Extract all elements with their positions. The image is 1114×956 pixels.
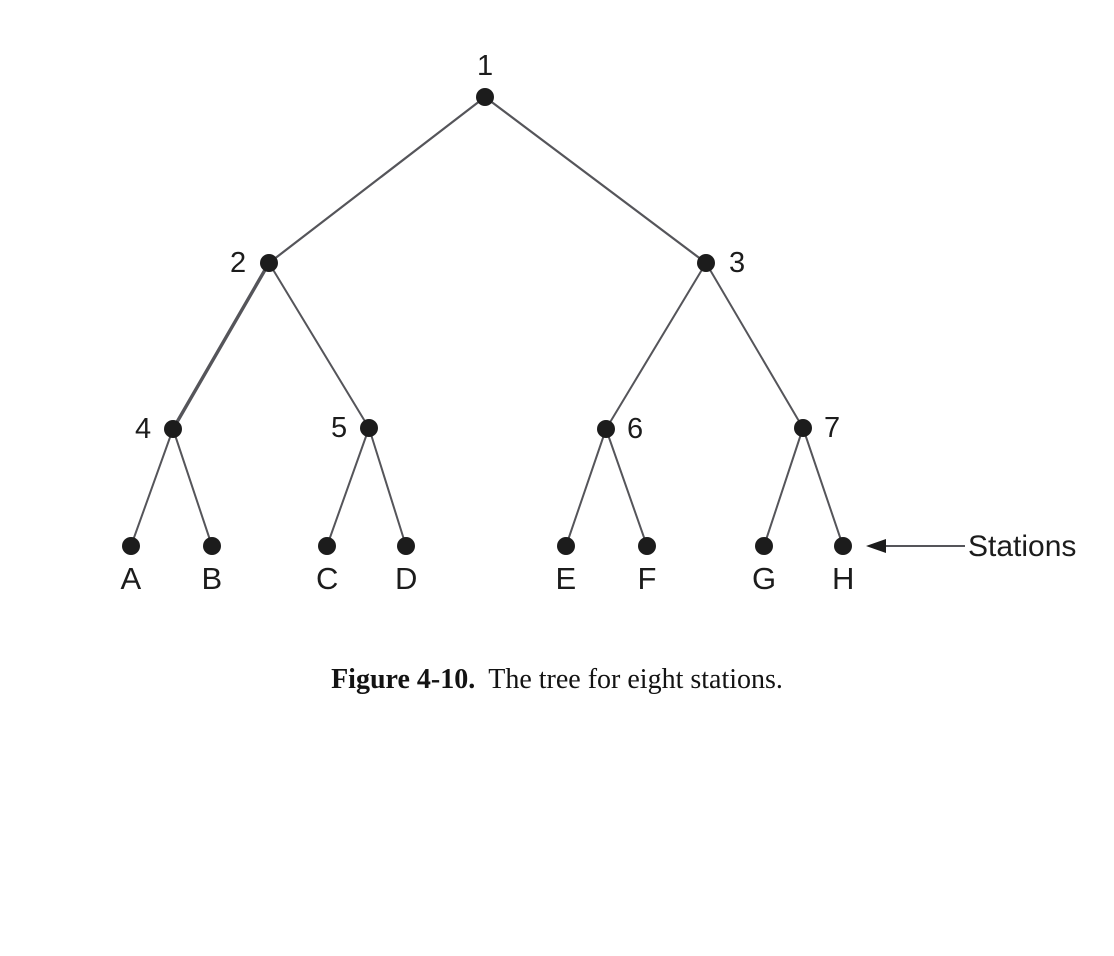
station-label-E: E — [555, 561, 577, 596]
node-label-3: 3 — [729, 247, 746, 279]
tree-node-7[interactable] — [794, 419, 812, 437]
station-node-A[interactable] — [122, 537, 140, 555]
node-label-2: 2 — [230, 247, 247, 279]
station-node-C[interactable] — [318, 537, 336, 555]
station-label-C: C — [316, 561, 339, 596]
tree-edge-4-A — [130, 428, 174, 547]
node-label-7: 7 — [824, 412, 841, 444]
tree-node-3[interactable] — [697, 254, 715, 272]
tree-edge-5-D — [368, 427, 407, 547]
tree-node-5[interactable] — [360, 419, 378, 437]
tree-edge-4-B — [172, 428, 213, 547]
figure-caption-number: Figure 4-10. — [331, 664, 476, 695]
tree-edge-3-7 — [705, 262, 804, 429]
tree-edge-7-G — [763, 427, 804, 547]
station-label-A: A — [120, 561, 142, 596]
tree-node-1[interactable] — [476, 88, 494, 106]
figure-caption: Figure 4-10. The tree for eight stations. — [0, 664, 1114, 696]
station-label-G: G — [752, 561, 777, 596]
stations-callout-arrow — [866, 539, 965, 553]
node-label-6: 6 — [627, 413, 644, 445]
station-node-B[interactable] — [203, 537, 221, 555]
node-label-1: 1 — [477, 50, 494, 82]
station-label-H: H — [832, 561, 855, 596]
station-label-B: B — [201, 561, 223, 596]
tree-edge-6-F — [605, 428, 648, 547]
edge-layer — [130, 95, 844, 547]
node-layer — [122, 88, 852, 555]
tree-edge-5-C — [326, 427, 370, 547]
tree-edge-2-4 — [171, 261, 271, 431]
callout-arrow-head — [866, 539, 886, 553]
tree-edge-1-2 — [267, 95, 487, 265]
tree-edge-7-H — [802, 427, 844, 547]
node-label-4: 4 — [135, 413, 152, 445]
tree-node-6[interactable] — [597, 420, 615, 438]
station-node-G[interactable] — [755, 537, 773, 555]
station-node-E[interactable] — [557, 537, 575, 555]
tree-edge-6-E — [565, 428, 607, 547]
station-label-D: D — [395, 561, 418, 596]
tree-edge-3-6 — [605, 262, 707, 430]
tree-edge-1-3 — [483, 95, 708, 265]
tree-node-2[interactable] — [260, 254, 278, 272]
node-label-5: 5 — [331, 412, 348, 444]
station-node-D[interactable] — [397, 537, 415, 555]
station-label-F: F — [637, 561, 657, 596]
stations-callout-label: Stations — [968, 530, 1077, 563]
figure-caption-text: The tree for eight stations. — [488, 664, 783, 695]
tree-edge-2-5 — [268, 262, 370, 429]
tree-node-4[interactable] — [164, 420, 182, 438]
station-node-H[interactable] — [834, 537, 852, 555]
station-node-F[interactable] — [638, 537, 656, 555]
